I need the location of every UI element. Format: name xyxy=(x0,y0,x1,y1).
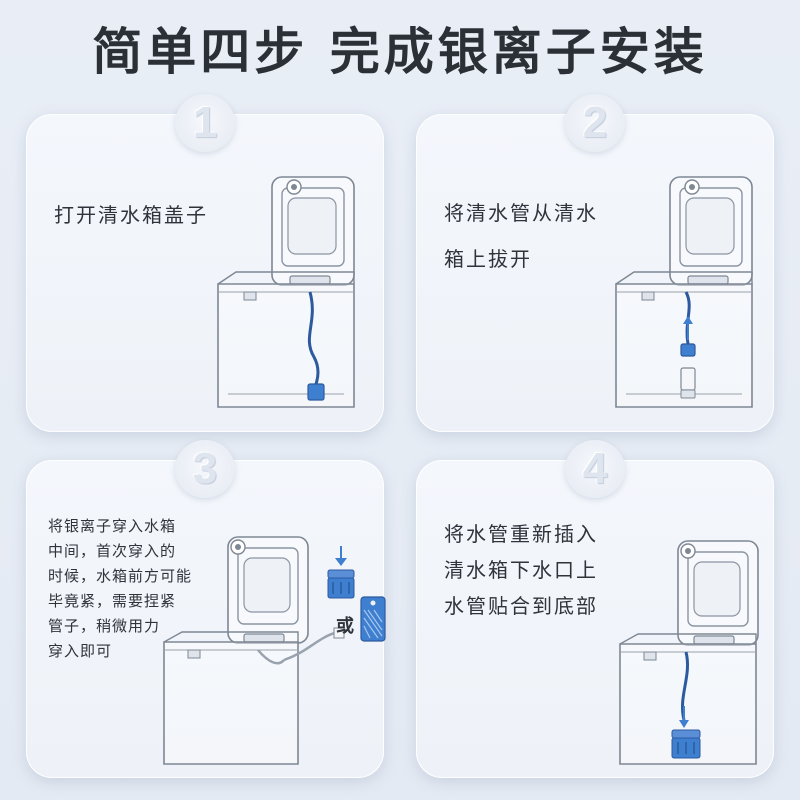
step-number-badge: 1 xyxy=(175,94,235,152)
step-card-3: 3 将银离子穿入水箱 中间，首次穿入的 时候，水箱前方可能 毕竟紧，需要捏紧 管… xyxy=(26,440,386,778)
step-card-4: 4 将水管重新插入 清水箱下水口上 水管贴合到底部 xyxy=(416,440,774,778)
water-tank-tube-removed-illustration xyxy=(615,176,753,408)
step-description: 将银离子穿入水箱 中间，首次穿入的 时候，水箱前方可能 毕竟紧，需要捏紧 管子，… xyxy=(48,517,193,660)
step-number: 3 xyxy=(192,444,218,493)
step-description: 将水管重新插入 清水箱下水口上 水管贴合到底部 xyxy=(444,522,598,618)
step-number-badge: 2 xyxy=(565,94,625,152)
step-card-2: 2 将清水管从清水 箱上拔开 xyxy=(416,94,774,432)
step-number-badge: 3 xyxy=(175,440,235,498)
water-tank-open-lid-illustration xyxy=(217,176,355,408)
page-title: 简单四步 完成银离子安装 xyxy=(92,23,708,81)
water-tank-tube-reinserted-illustration xyxy=(619,540,759,765)
step-description: 将清水管从清水 箱上拔开 xyxy=(444,201,598,271)
step-number-badge: 4 xyxy=(565,440,625,498)
or-label: 或 xyxy=(336,616,354,637)
step-number: 1 xyxy=(192,98,218,147)
step-number: 2 xyxy=(582,98,608,147)
step-number: 4 xyxy=(582,444,608,493)
step-description: 打开清水箱盖子 xyxy=(54,203,208,227)
silver-ion-card-icon xyxy=(360,596,386,642)
water-tank-insert-silver-ion-illustration: ="0" y="0" width="0" height="0" fill="no… xyxy=(163,536,355,765)
step-card-1: 1 打开清水箱盖子 xyxy=(26,94,384,432)
